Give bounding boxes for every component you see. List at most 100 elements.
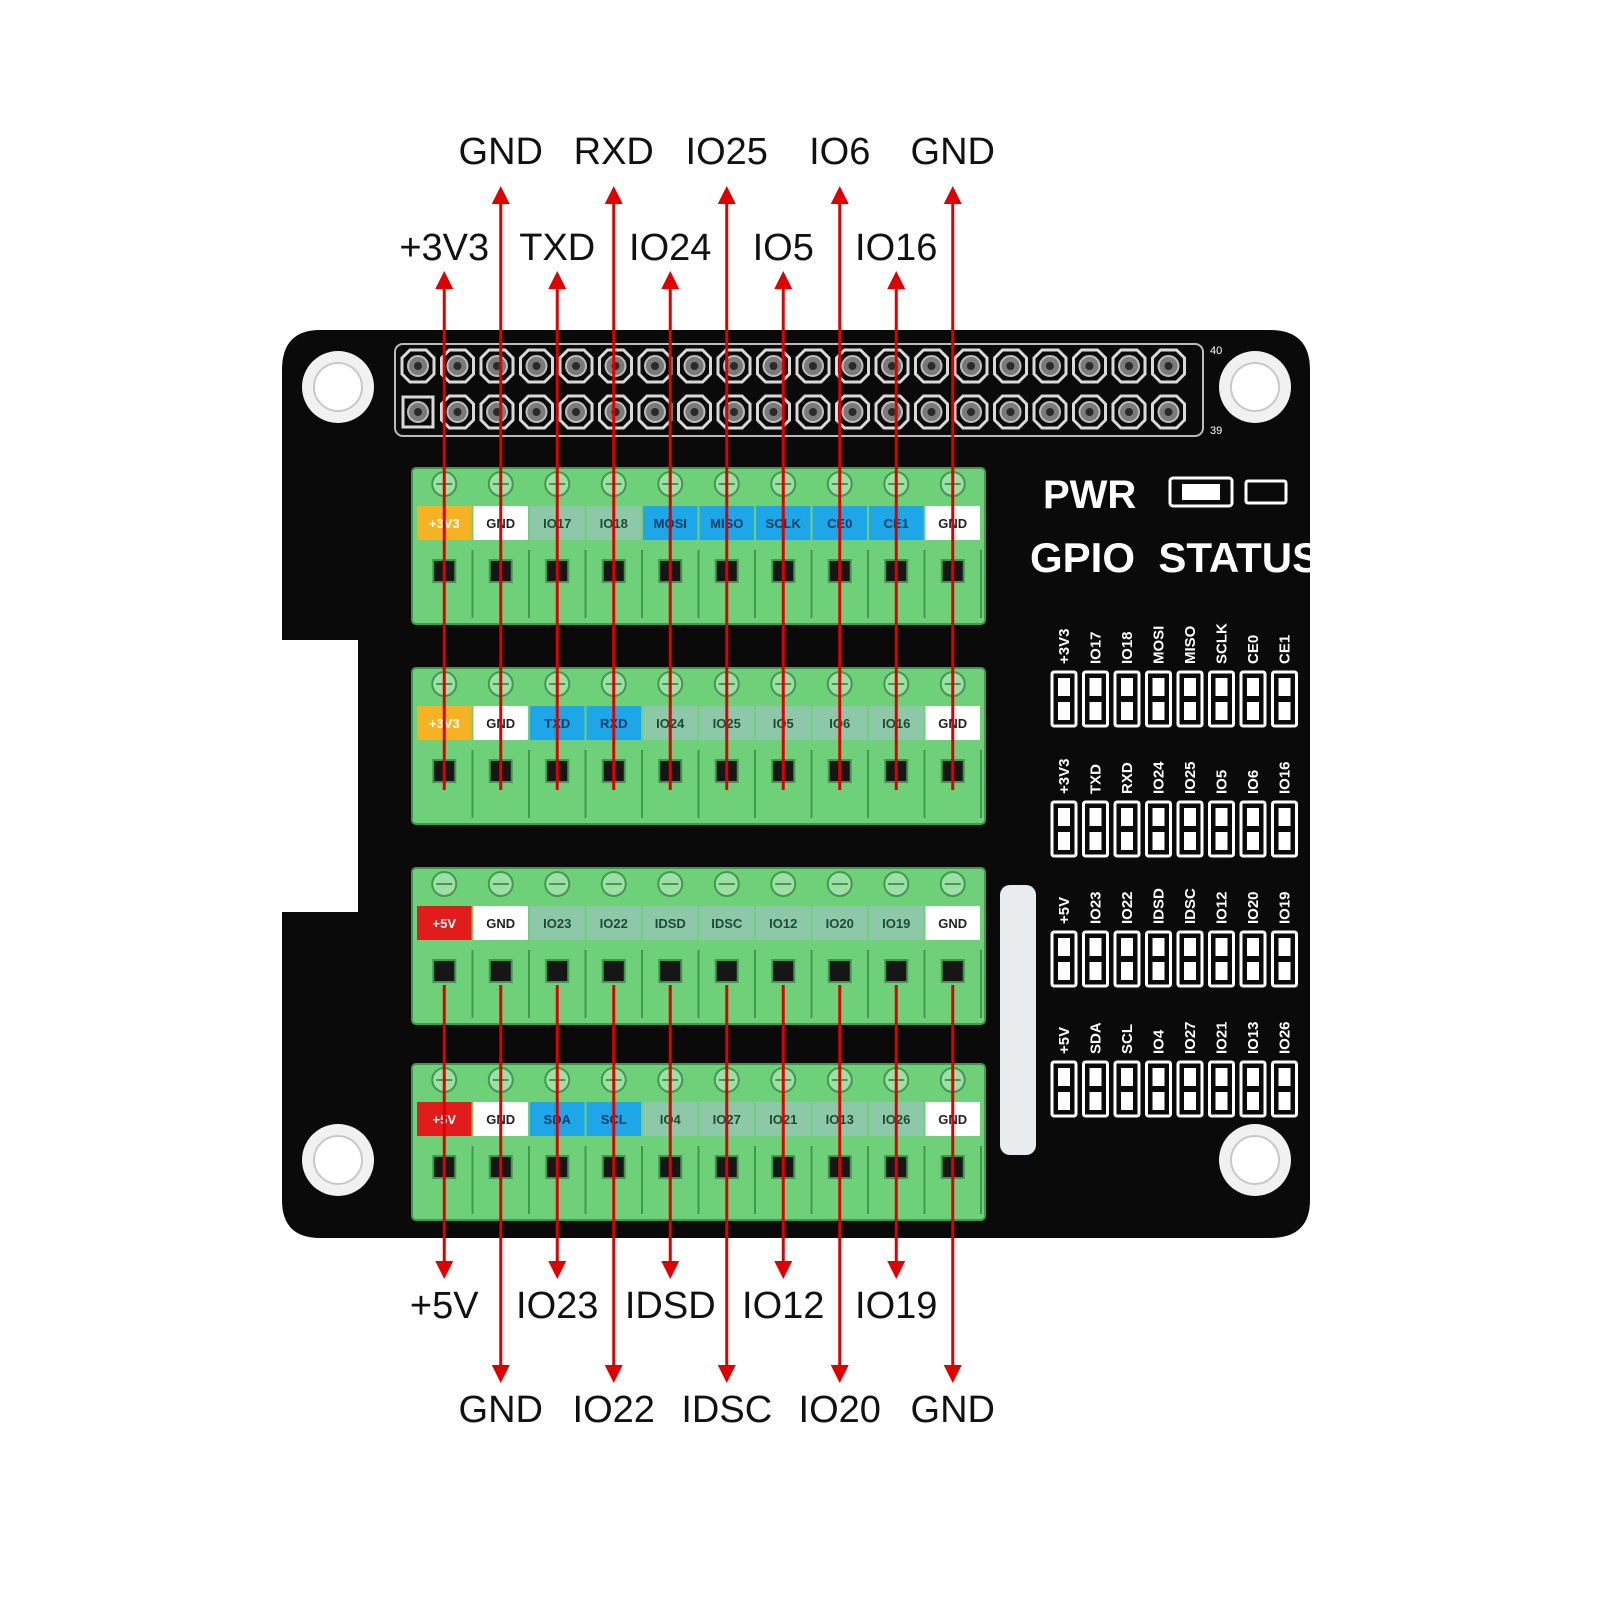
led-label: +3V3 [1056,759,1073,794]
terminal-wire-slot [940,959,965,983]
terminal-label-cell [699,906,754,940]
top-callout-label: GND [459,131,543,173]
status-led [1145,670,1172,728]
led-label: IO19 [1277,891,1294,924]
led-label: IDSD [1151,888,1168,924]
header-pin [716,394,752,430]
status-led [1239,930,1267,988]
top-callout-label: TXD [519,227,595,269]
header-pin [677,348,712,384]
led-label: SCL [1119,1024,1136,1054]
bottom-callout-label: IO20 [799,1389,881,1431]
status-led [1050,1060,1078,1118]
led-label: +5V [1056,897,1073,924]
header-pin [637,394,673,430]
led-label: MISO [1182,625,1199,664]
top-callout-label: GND [911,131,995,173]
status-led [1113,930,1141,988]
header-pin [519,348,554,384]
status-led [1082,1060,1109,1118]
pin-callout-arrows [435,186,962,1383]
header-pin [795,394,831,430]
status-led [1082,930,1109,988]
top-callout-label: RXD [574,131,654,173]
terminal-wire-slot [432,959,457,983]
header-pin [400,348,436,384]
status-led [1050,670,1078,728]
led-label: +5V [1056,1027,1073,1054]
led-label: IO27 [1182,1021,1199,1054]
status-led [1113,800,1141,858]
top-callout-label: IO6 [809,131,870,173]
terminal-block-4: +5VGNDSDASCLIO4IO27IO21IO13IO26GND [411,1063,986,1221]
status-led [1145,800,1172,858]
header-pin [993,394,1028,430]
bottom-callout-label: IO12 [742,1285,824,1327]
bottom-callout-label: GND [459,1389,543,1431]
terminal-label-cell [869,906,924,940]
led-label: IO6 [1245,770,1262,794]
header-pin [1111,348,1147,384]
status-led [1271,930,1298,988]
led-label: IO21 [1214,1021,1231,1054]
terminal-label: IO23 [543,916,571,931]
top-callout-label: IO24 [629,227,711,269]
header-pin [558,348,594,384]
status-led [1239,670,1267,728]
pwr-resistor [1244,479,1288,505]
header-pin [519,394,554,430]
header-pin [401,395,435,429]
terminal-label-cell [756,906,811,940]
status-led [1176,670,1204,728]
led-label: IO18 [1119,631,1136,664]
led-label: IO23 [1088,891,1105,924]
pin-number-40: 40 [1210,345,1222,357]
header-pin [914,394,949,430]
terminal-label-cell [643,906,698,940]
terminal-label: IDSC [711,916,743,931]
terminal-wire-slot [658,959,683,983]
status-led [1050,930,1078,988]
status-led [1271,800,1298,858]
terminal-label-cell [530,906,585,940]
led-label: +3V3 [1056,629,1073,664]
led-label: IO20 [1245,891,1262,924]
bottom-callout-label: IO19 [855,1285,937,1327]
status-led [1082,800,1109,858]
status-led [1145,930,1172,988]
led-label: IO17 [1088,631,1105,664]
status-led [1208,930,1235,988]
header-pin [795,348,831,384]
led-label: IO16 [1277,761,1294,794]
led-label: CE0 [1245,635,1262,664]
led-label: CE1 [1277,635,1294,664]
side-slot [1000,885,1036,1155]
bottom-callout-label: +5V [410,1285,479,1327]
terminal-label-cell [586,906,641,940]
led-label: IO12 [1214,891,1231,924]
status-led [1239,800,1267,858]
status-led [1176,800,1204,858]
header-pin [440,394,475,430]
header-pin [1151,348,1186,384]
terminal-wire-slot [714,959,739,983]
header-pin [1032,394,1068,430]
top-callout-label: IO25 [686,131,768,173]
header-pin [637,348,673,384]
terminal-label: IO20 [826,916,854,931]
terminal-block-2: +3V3GNDTXDRXDIO24IO25IO5IO6IO16GND [411,667,986,825]
mounting-hole-top-left [302,351,374,423]
terminal-label-cell [473,906,528,940]
top-callout-label: IO5 [753,227,814,269]
pwr-indicator: PWR [1043,473,1288,517]
header-outline [394,343,1204,437]
bottom-callout-label: IO22 [573,1389,655,1431]
pwr-led [1168,476,1234,508]
terminal-label-cell [417,906,472,940]
pwr-label: PWR [1043,473,1136,517]
status-led [1208,1060,1235,1118]
status-led [1176,930,1204,988]
